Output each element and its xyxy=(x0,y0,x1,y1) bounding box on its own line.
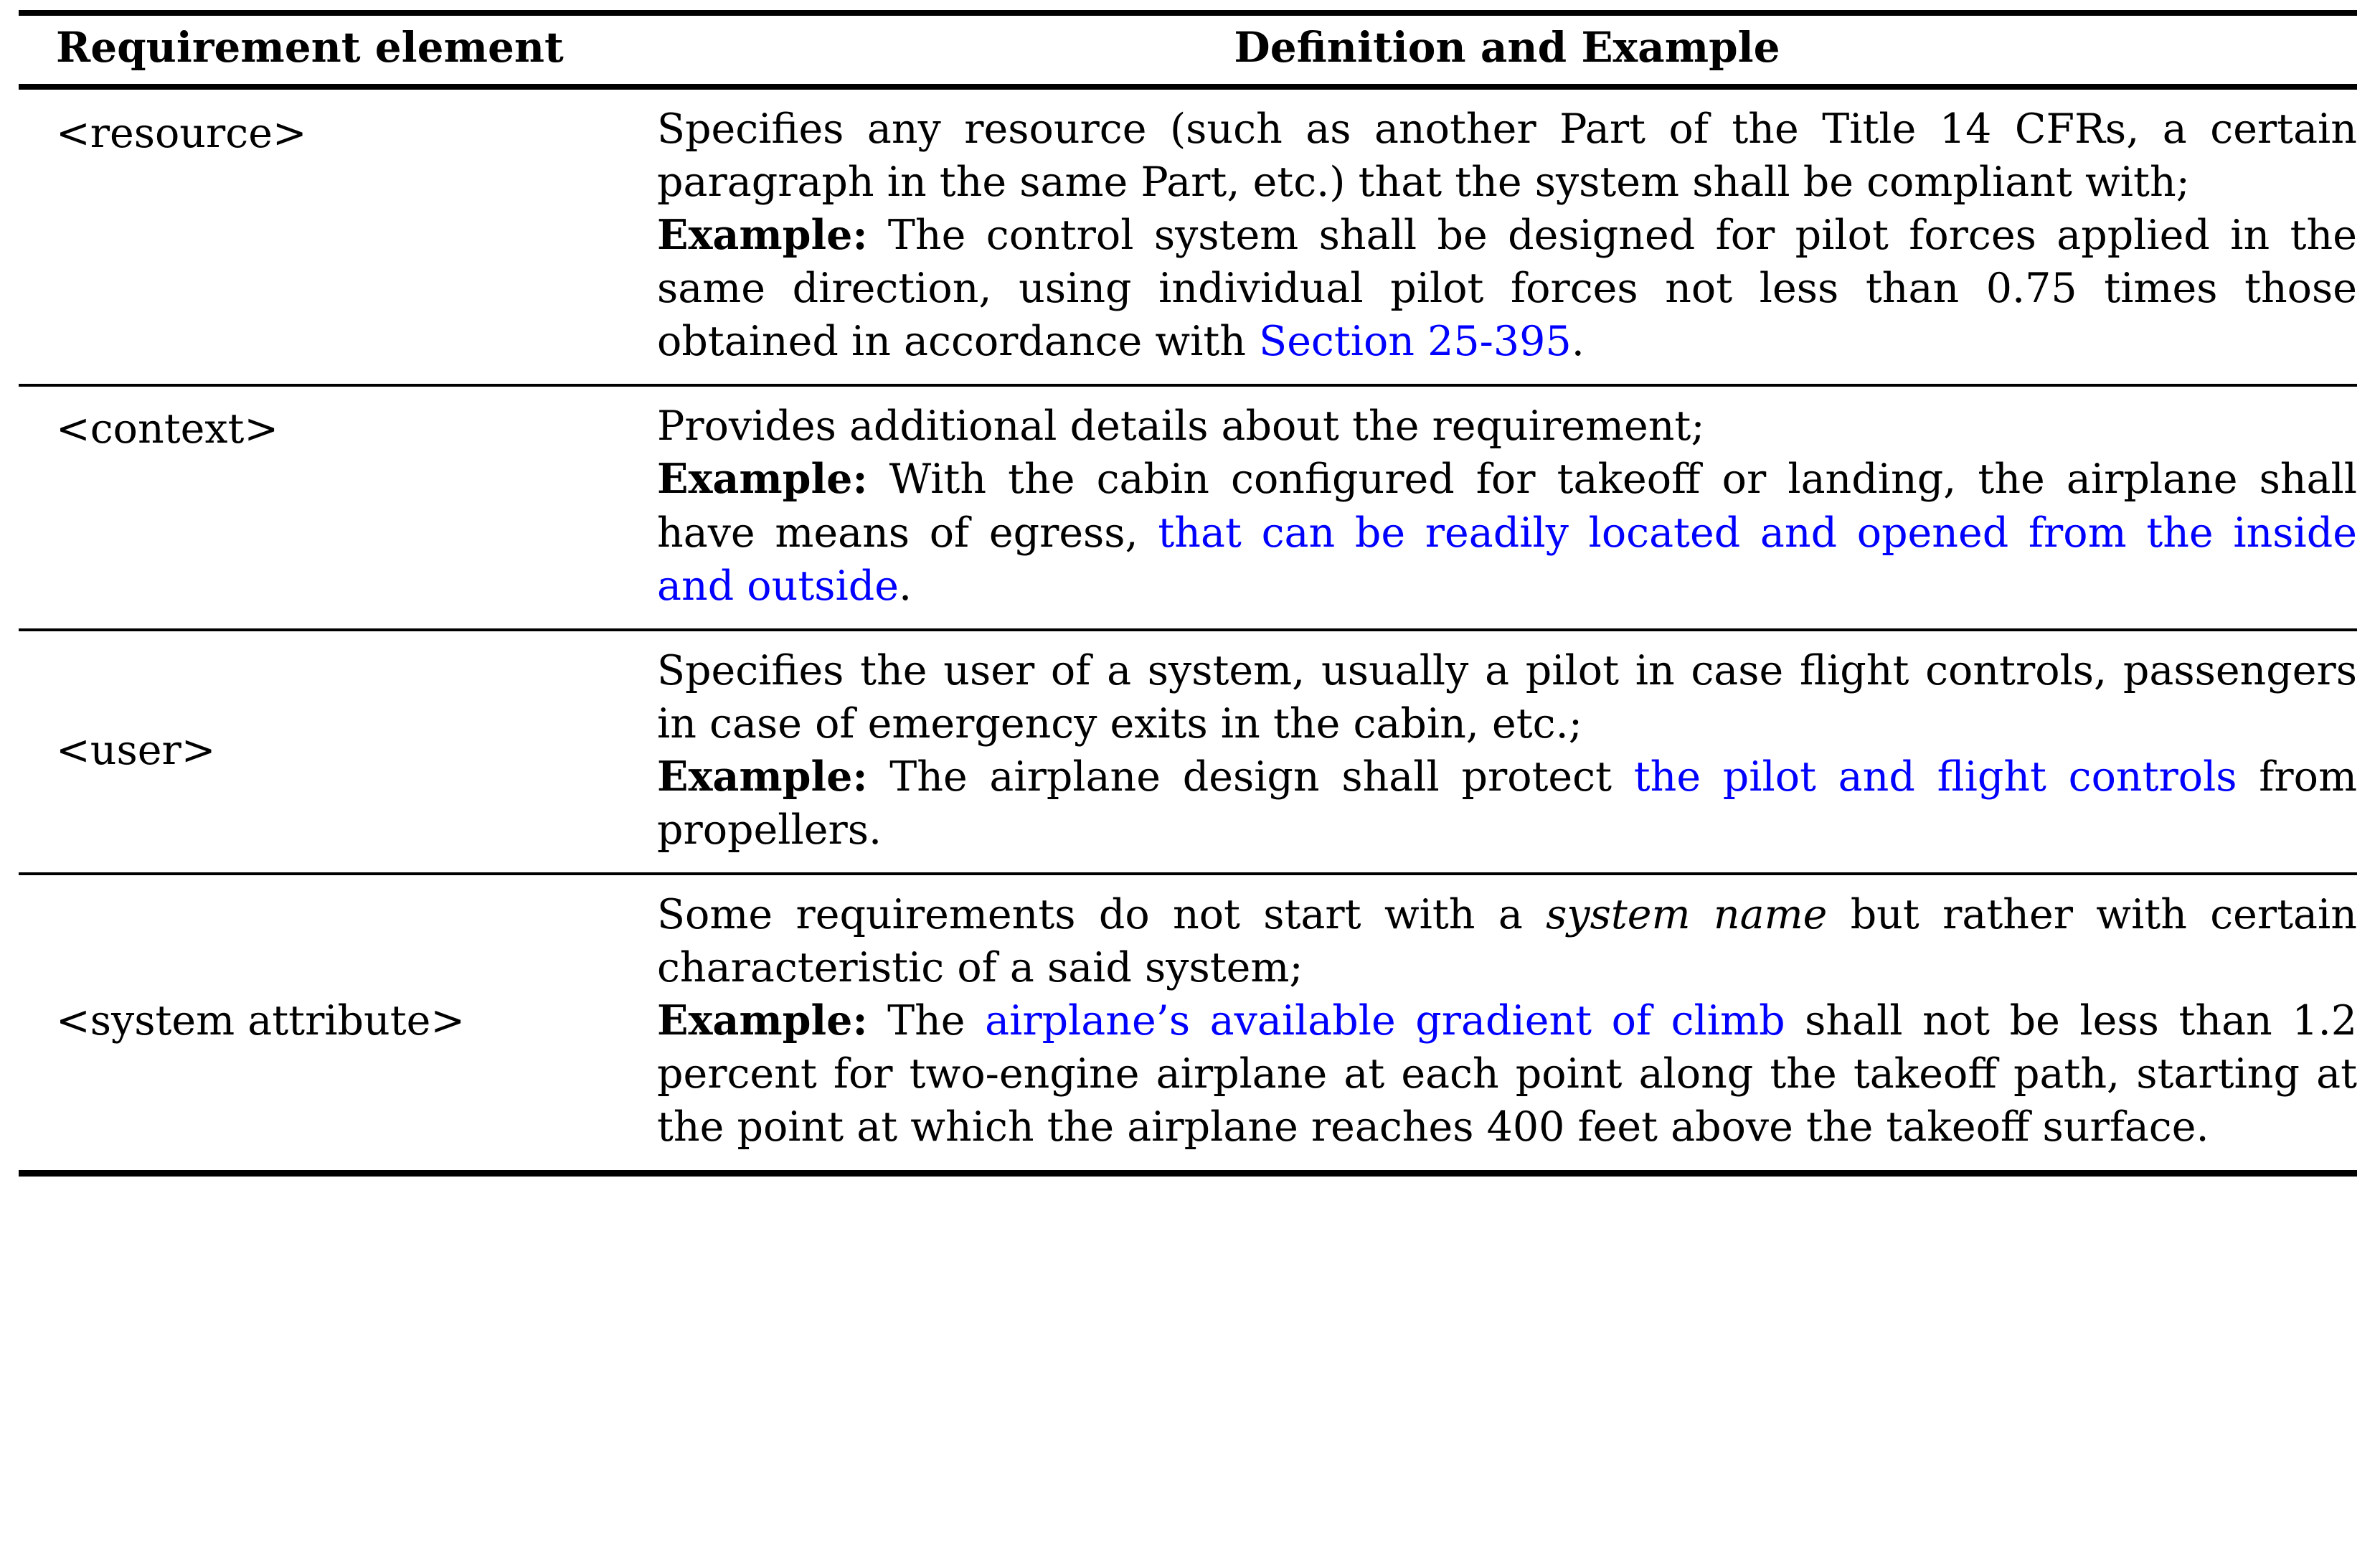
example-lead-text: With the cabin configured for takeoff or… xyxy=(657,456,2357,557)
table-row: <resource> Specifies any resource (such … xyxy=(19,87,2357,385)
definition-post-italic-text: but rather with certain characteristic o… xyxy=(657,891,2357,992)
requirement-element-name: <resource> xyxy=(56,109,307,157)
definition-italic-term: system name xyxy=(1546,891,1828,939)
example-lead-text: The xyxy=(867,997,986,1045)
requirement-element-name: <system attribute> xyxy=(56,997,466,1045)
example-paragraph: Example: The airplane’s available gradie… xyxy=(657,994,2357,1154)
column-header-requirement-element: Requirement element xyxy=(56,23,564,72)
requirement-element-definition: Some requirements do not start with a sy… xyxy=(657,874,2357,1173)
definition-text: Provides additional details about the re… xyxy=(657,402,1705,451)
example-highlighted-span: the pilot and flight controls xyxy=(1633,753,2237,801)
example-label: Example: xyxy=(657,752,868,801)
requirement-element-name: <context> xyxy=(56,405,279,453)
example-highlighted-span: that can be readily located and opened f… xyxy=(657,509,2357,610)
example-tail-text: . xyxy=(1571,318,1585,366)
definition-paragraph: Provides additional details about the re… xyxy=(657,400,2357,453)
definition-text: Specifies the user of a system, usually … xyxy=(657,646,2357,748)
example-highlighted-span: airplane’s available gradient of climb xyxy=(985,997,1785,1045)
example-lead-text: The airplane design shall protect xyxy=(867,753,1634,801)
table-row: <system attribute> Some requirements do … xyxy=(19,874,2357,1174)
example-tail-text: from propellers. xyxy=(657,753,2357,854)
example-label: Example: xyxy=(657,211,868,260)
requirement-element-definition: Specifies the user of a system, usually … xyxy=(657,630,2357,874)
requirement-element-definition: Provides additional details about the re… xyxy=(657,385,2357,629)
example-paragraph: Example: With the cabin configured for t… xyxy=(657,453,2357,612)
example-highlighted-span: Section 25-395 xyxy=(1259,318,1572,366)
table-row: <user> Specifies the user of a system, u… xyxy=(19,629,2357,874)
column-header-definition-and-example: Definition and Example xyxy=(1234,23,1780,72)
example-lead-text: The control system shall be designed for… xyxy=(657,212,2357,366)
definition-text: Specifies any resource (such as another … xyxy=(657,105,2357,206)
example-tail-text: shall not be less than 1.2 percent for t… xyxy=(657,997,2357,1151)
table-body: <resource> Specifies any resource (such … xyxy=(19,87,2357,1174)
table-header: Requirement element Definition and Examp… xyxy=(19,13,2357,87)
example-label: Example: xyxy=(657,996,868,1045)
definition-pre-italic-text: Some requirements do not start with a xyxy=(657,891,1546,939)
requirement-element-name: <user> xyxy=(56,726,216,774)
definition-paragraph: Specifies the user of a system, usually … xyxy=(657,644,2357,750)
example-paragraph: Example: The control system shall be des… xyxy=(657,209,2357,368)
example-paragraph: Example: The airplane design shall prote… xyxy=(657,750,2357,857)
requirement-elements-table: Requirement element Definition and Examp… xyxy=(19,10,2357,1177)
table-row: <context> Provides additional details ab… xyxy=(19,385,2357,629)
table-container: Requirement element Definition and Examp… xyxy=(0,10,2380,1551)
requirement-element-definition: Specifies any resource (such as another … xyxy=(657,87,2357,385)
table-header-row: Requirement element Definition and Examp… xyxy=(19,13,2357,87)
example-label: Example: xyxy=(657,455,868,504)
example-tail-text: . xyxy=(898,562,912,610)
definition-paragraph: Specifies any resource (such as another … xyxy=(657,103,2357,209)
definition-paragraph: Some requirements do not start with a sy… xyxy=(657,888,2357,994)
